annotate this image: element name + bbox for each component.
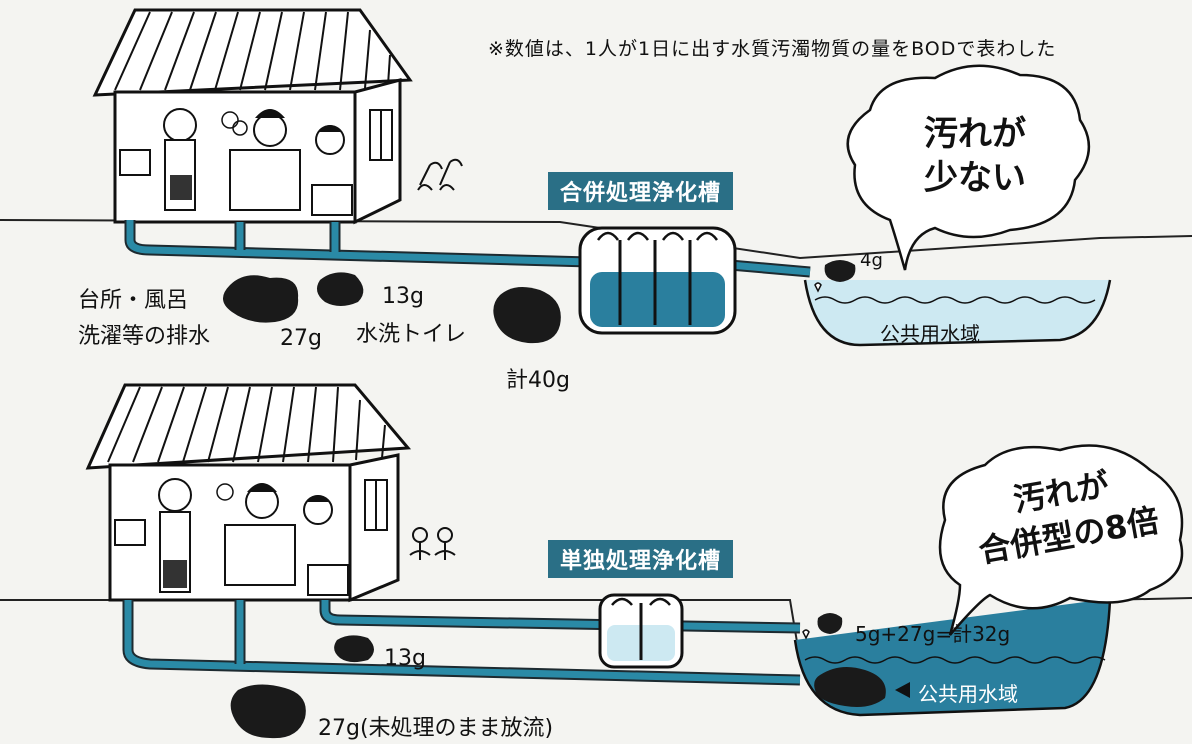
top-house <box>92 8 413 225</box>
top-ground-line <box>0 219 1192 260</box>
bottom-tank-label: 単独処理浄化槽 <box>548 540 734 578</box>
top-total-sludge <box>493 286 561 344</box>
top-bubble-text: 汚れが 少ない <box>900 112 1050 200</box>
top-toilet-amount: 13g <box>382 284 424 309</box>
top-speech-bubble <box>846 64 1091 271</box>
top-output-sludge <box>824 260 856 282</box>
bottom-pipes <box>122 600 801 686</box>
top-total: 計40g <box>506 368 570 393</box>
top-source-label-line2: 洗濯等の排水 <box>78 324 211 349</box>
bottom-untreated-sludge <box>230 684 306 739</box>
top-septic-tank <box>578 226 737 335</box>
bottom-water-sludge <box>814 666 886 707</box>
bottom-flowers <box>409 527 456 560</box>
top-bubble-line2: 少ない <box>924 158 1026 198</box>
bottom-output-formula: 5g+27g=計32g <box>855 622 1011 646</box>
top-flowers <box>417 158 463 191</box>
top-tank-label: 合併処理浄化槽 <box>548 172 734 210</box>
bottom-toilet-amount: 13g <box>384 646 426 671</box>
bottom-septic-tank <box>598 593 684 669</box>
top-bubble-line1: 汚れが <box>924 114 1026 154</box>
top-kitchen-amount: 27g <box>280 326 322 351</box>
top-source-label-line1: 台所・風呂 <box>78 288 189 313</box>
top-kitchen-sludge <box>222 275 299 323</box>
bottom-speech-bubble <box>938 444 1184 636</box>
top-toilet-label: 水洗トイレ <box>356 322 467 347</box>
bottom-house <box>85 383 412 603</box>
bottom-output-sludge <box>817 613 843 634</box>
top-water-label: 公共用水域 <box>880 322 980 346</box>
bottom-water-label: 公共用水域 <box>918 682 1018 706</box>
bottom-toilet-sludge <box>334 635 374 663</box>
top-water-body <box>803 279 1112 347</box>
top-output-amount: 4g <box>860 250 883 271</box>
top-toilet-sludge <box>316 272 364 306</box>
bod-note: ※数値は、1人が1日に出す水質汚濁物質の量をBODで表わした <box>488 38 1057 60</box>
bottom-untreated-amount: 27g(未処理のまま放流) <box>318 716 554 741</box>
top-pipes <box>124 220 811 278</box>
